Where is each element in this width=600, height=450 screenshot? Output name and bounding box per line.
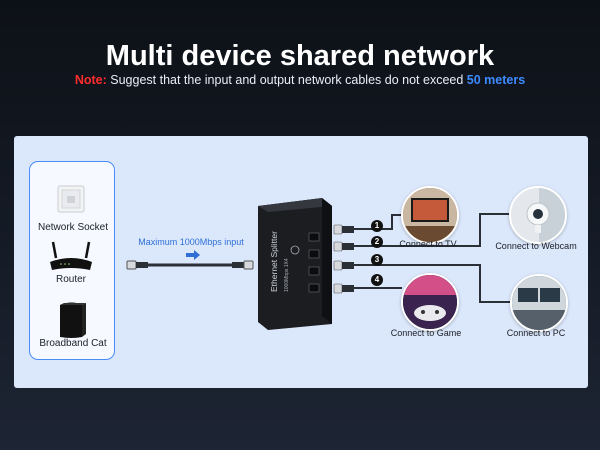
port-number-2: 2 — [371, 236, 383, 248]
note-distance: 50 meters — [466, 73, 526, 87]
source-label-router: Router — [55, 274, 86, 285]
game-photo — [401, 273, 459, 331]
splitter-spec: 1000Mbps 1X4 — [284, 258, 290, 292]
splitter-name: Ethernet Splitter — [269, 231, 279, 292]
port-number-4: 4 — [371, 274, 383, 286]
cable-length-note: Note: Suggest that the input and output … — [0, 73, 600, 87]
ethernet-splitter-device — [258, 198, 332, 330]
broadband-cat-icon — [60, 302, 86, 338]
note-label: Note: — [74, 73, 107, 87]
tv-photo — [401, 186, 459, 244]
input-speed-label: Maximum 1000Mbps input — [138, 237, 244, 247]
router-icon — [50, 241, 92, 270]
pc-photo — [510, 274, 568, 332]
port-number-3: 3 — [371, 254, 383, 266]
connect-webcam-label: Connect to Webcam — [495, 241, 577, 251]
output-cables — [354, 213, 510, 303]
webcam-photo — [509, 186, 567, 244]
source-label-broadband-cat: Broadband Cat — [39, 338, 107, 349]
connect-tv-label: Connect to TV — [399, 239, 457, 249]
port-number-1: 1 — [371, 220, 383, 232]
input-arrow-icon — [186, 250, 200, 260]
source-label-network-socket: Network Socket — [37, 222, 109, 233]
note-text: Suggest that the input and output networ… — [106, 73, 467, 87]
output-plugs — [333, 224, 354, 294]
network-socket-icon — [57, 185, 85, 213]
page-title: Multi device shared network — [105, 40, 495, 72]
input-cable — [126, 260, 254, 270]
connect-game-label: Connect to Game — [390, 328, 462, 338]
connect-pc-label: Connect to PC — [506, 328, 566, 338]
